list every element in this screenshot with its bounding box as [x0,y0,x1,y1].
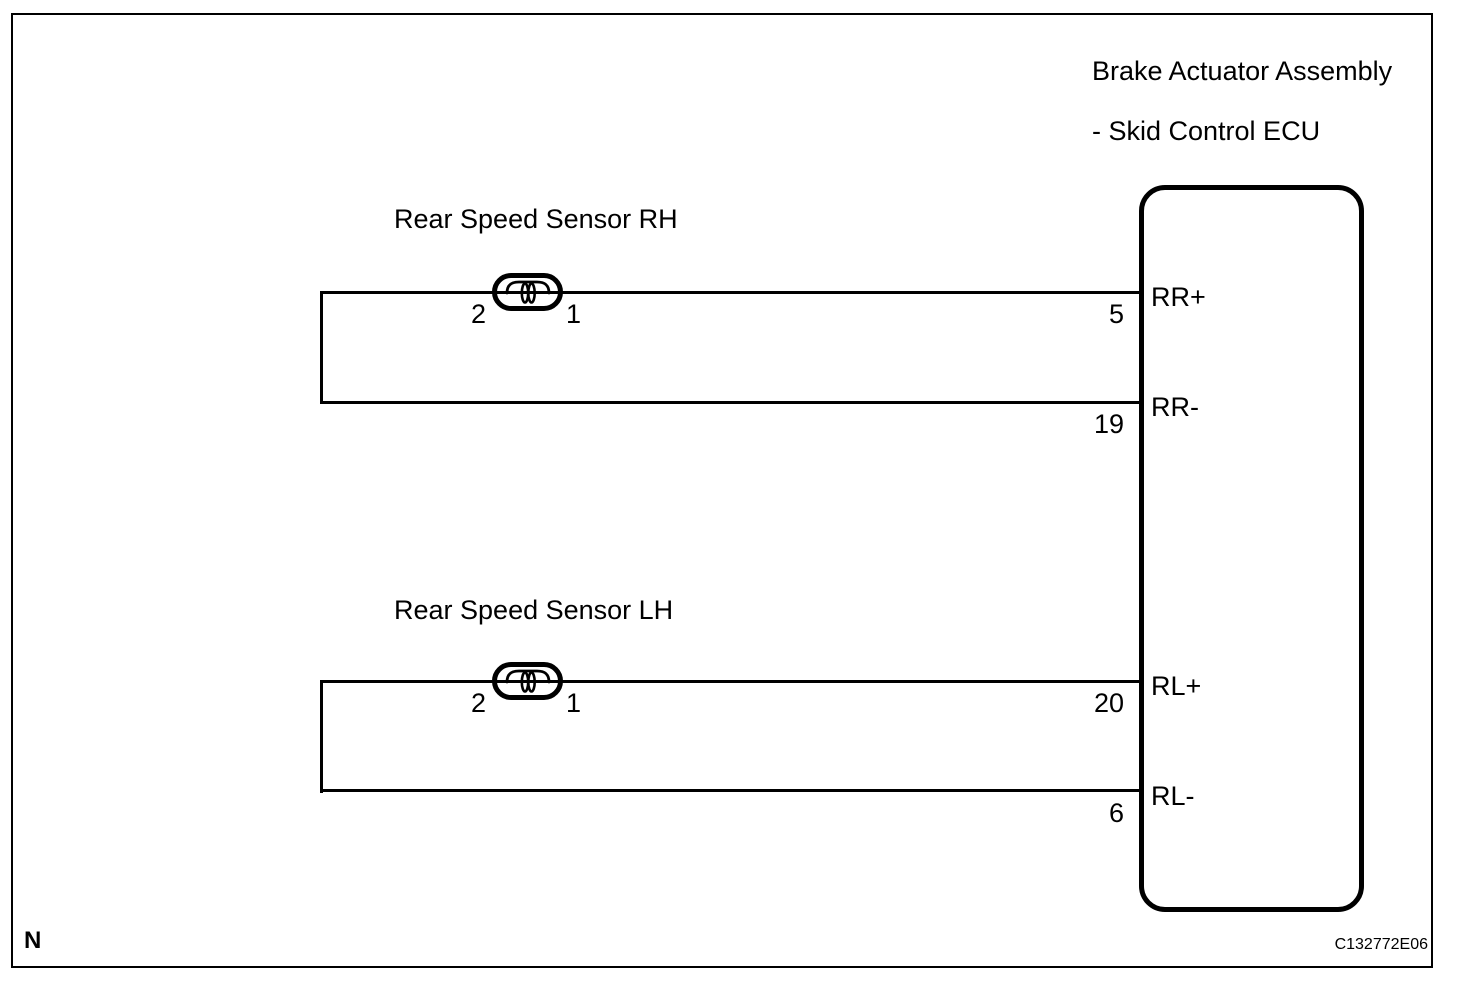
ecu-pin-number-5: 5 [1108,299,1124,329]
sensor-rh-terminal-1: 1 [566,299,582,329]
speed-sensor-coil-icon [505,669,551,693]
wire-rl-minus [320,789,1139,792]
skid-control-ecu-box [1139,185,1364,912]
figure-code: C132772E06 [1334,936,1428,953]
wire-rr-minus [320,401,1139,404]
sensor-rh-label: Rear Speed Sensor RH [394,204,678,234]
note-marker: N [24,927,42,954]
ecu-pin-label-rr-plus: RR+ [1151,282,1206,312]
ecu-pin-number-19: 19 [1093,409,1124,439]
sensor-lh-terminal-2: 2 [470,688,486,718]
ecu-pin-number-6: 6 [1108,798,1124,828]
ecu-pin-label-rr-minus: RR- [1151,392,1199,422]
sensor-lh-terminal-1: 1 [566,688,582,718]
wire-rr-plus [320,291,1139,294]
wire-rl-plus [320,680,1139,683]
diagram-border [11,13,1433,968]
sensor-rh-connector-symbol [492,273,563,311]
sensor-lh-connector-symbol [492,662,563,700]
wire-rl-return-vertical [320,680,323,793]
ecu-pin-label-rl-plus: RL+ [1151,671,1202,701]
ecu-title-line1: Brake Actuator Assembly [1092,56,1393,86]
wire-rr-return-vertical [320,291,323,404]
ecu-title-line2: - Skid Control ECU [1092,116,1321,146]
sensor-lh-label: Rear Speed Sensor LH [394,595,674,625]
ecu-pin-number-20: 20 [1093,688,1124,718]
ecu-pin-label-rl-minus: RL- [1151,781,1195,811]
sensor-rh-terminal-2: 2 [470,299,486,329]
speed-sensor-coil-icon [505,280,551,304]
